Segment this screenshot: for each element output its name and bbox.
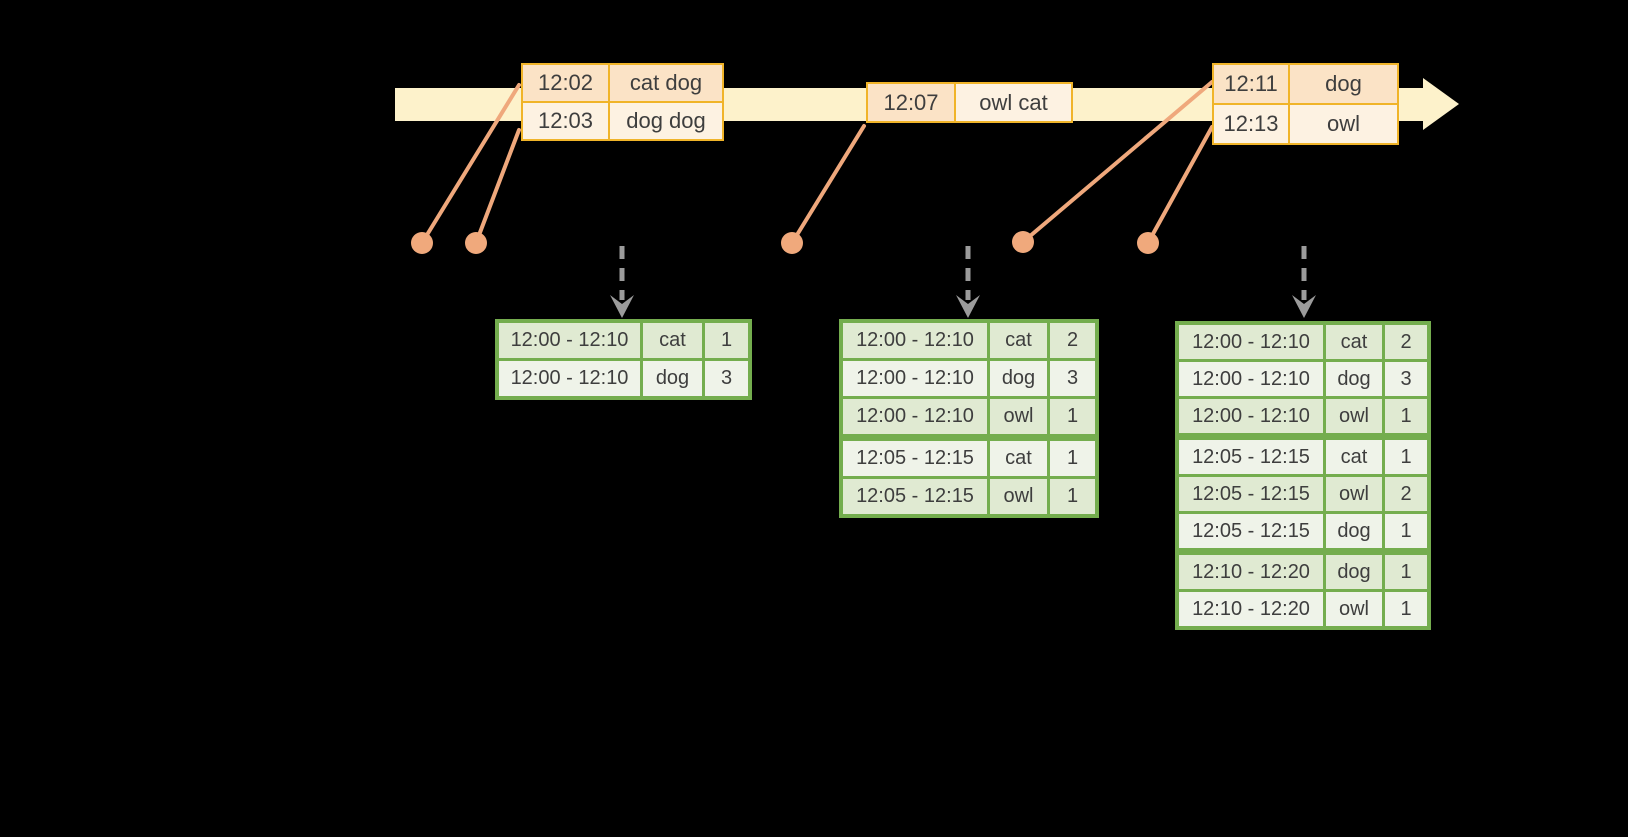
event-words: owl cat: [956, 84, 1071, 121]
window-range: 12:05 - 12:15: [843, 441, 987, 476]
word: owl: [1326, 477, 1382, 511]
window-range: 12:00 - 12:10: [843, 323, 987, 358]
result-row: 12:05 - 12:15 owl 2: [1179, 477, 1427, 511]
count: 1: [1050, 479, 1095, 514]
event-time: 12:02: [523, 65, 608, 101]
result-row: 12:00 - 12:10 owl 1: [1179, 399, 1427, 433]
event-table-1: 12:02 cat dog 12:03 dog dog: [521, 63, 724, 141]
connector-line: [420, 83, 521, 245]
count: 1: [1050, 441, 1095, 476]
trigger-arrowhead-icon: [956, 295, 980, 318]
word: cat: [643, 323, 702, 358]
connector-line: [790, 124, 866, 245]
trigger-arrowhead-icon: [1292, 295, 1316, 318]
result-row: 12:00 - 12:10 dog 3: [499, 361, 748, 396]
connector-line: [1021, 80, 1214, 244]
count: 1: [1385, 399, 1427, 433]
word: dog: [1326, 555, 1382, 589]
event-words: cat dog: [610, 65, 722, 101]
word: owl: [1326, 592, 1382, 626]
event-row: 12:02 cat dog: [523, 65, 722, 101]
window-range: 12:00 - 12:10: [843, 399, 987, 434]
window-range: 12:10 - 12:20: [1179, 592, 1323, 626]
count: 2: [1385, 325, 1427, 359]
event-time: 12:11: [1214, 65, 1288, 103]
word: cat: [1326, 325, 1382, 359]
word: owl: [990, 479, 1047, 514]
window-range: 12:00 - 12:10: [1179, 399, 1323, 433]
word: owl: [990, 399, 1047, 434]
event-dot-icon: [465, 232, 487, 254]
event-row: 12:03 dog dog: [523, 103, 722, 139]
count: 2: [1050, 323, 1095, 358]
trigger-arrowhead-icon: [610, 295, 634, 318]
result-row: 12:00 - 12:10 dog 3: [1179, 362, 1427, 396]
count: 1: [1385, 514, 1427, 548]
window-range: 12:00 - 12:10: [1179, 325, 1323, 359]
window-range: 12:10 - 12:20: [1179, 555, 1323, 589]
window-range: 12:05 - 12:15: [1179, 514, 1323, 548]
event-dot-icon: [1137, 232, 1159, 254]
count: 1: [1050, 399, 1095, 434]
window-range: 12:05 - 12:15: [1179, 440, 1323, 474]
count: 1: [1385, 555, 1427, 589]
window-range: 12:05 - 12:15: [843, 479, 987, 514]
count: 1: [1385, 440, 1427, 474]
count: 3: [1050, 361, 1095, 396]
count: 3: [705, 361, 748, 396]
count: 3: [1385, 362, 1427, 396]
window-range: 12:00 - 12:10: [1179, 362, 1323, 396]
event-time: 12:13: [1214, 105, 1288, 143]
result-row: 12:00 - 12:10 owl 1: [843, 399, 1095, 434]
result-table-3: 12:00 - 12:10 cat 2 12:00 - 12:10 dog 3 …: [1175, 321, 1431, 630]
connector-line: [474, 128, 521, 245]
timeline-arrowhead-icon: [1423, 78, 1459, 130]
result-row: 12:05 - 12:15 cat 1: [843, 441, 1095, 476]
window-range: 12:00 - 12:10: [843, 361, 987, 396]
window-range: 12:00 - 12:10: [499, 361, 640, 396]
word: dog: [643, 361, 702, 396]
event-time: 12:07: [868, 84, 954, 121]
event-words: dog: [1290, 65, 1397, 103]
word: cat: [990, 323, 1047, 358]
event-row: 12:07 owl cat: [868, 84, 1071, 121]
result-row: 12:10 - 12:20 dog 1: [1179, 555, 1427, 589]
result-row: 12:00 - 12:10 cat 1: [499, 323, 748, 358]
count: 1: [1385, 592, 1427, 626]
word: dog: [1326, 362, 1382, 396]
window-range: 12:00 - 12:10: [499, 323, 640, 358]
count: 1: [705, 323, 748, 358]
word: cat: [990, 441, 1047, 476]
count: 2: [1385, 477, 1427, 511]
connector-line: [1146, 125, 1214, 245]
result-row: 12:10 - 12:20 owl 1: [1179, 592, 1427, 626]
result-row: 12:00 - 12:10 cat 2: [1179, 325, 1427, 359]
event-dot-icon: [1012, 231, 1034, 253]
event-row: 12:13 owl: [1214, 105, 1397, 143]
result-row: 12:05 - 12:15 owl 1: [843, 479, 1095, 514]
result-row: 12:05 - 12:15 dog 1: [1179, 514, 1427, 548]
result-table-1: 12:00 - 12:10 cat 1 12:00 - 12:10 dog 3: [495, 319, 752, 400]
word: dog: [1326, 514, 1382, 548]
event-table-2: 12:07 owl cat: [866, 82, 1073, 123]
window-range: 12:05 - 12:15: [1179, 477, 1323, 511]
event-words: owl: [1290, 105, 1397, 143]
event-row: 12:11 dog: [1214, 65, 1397, 103]
event-dot-icon: [781, 232, 803, 254]
word: cat: [1326, 440, 1382, 474]
word: dog: [990, 361, 1047, 396]
word: owl: [1326, 399, 1382, 433]
event-words: dog dog: [610, 103, 722, 139]
result-row: 12:05 - 12:15 cat 1: [1179, 440, 1427, 474]
event-dot-icon: [411, 232, 433, 254]
result-row: 12:00 - 12:10 dog 3: [843, 361, 1095, 396]
result-row: 12:00 - 12:10 cat 2: [843, 323, 1095, 358]
event-time: 12:03: [523, 103, 608, 139]
result-table-2: 12:00 - 12:10 cat 2 12:00 - 12:10 dog 3 …: [839, 319, 1099, 518]
event-table-3: 12:11 dog 12:13 owl: [1212, 63, 1399, 145]
